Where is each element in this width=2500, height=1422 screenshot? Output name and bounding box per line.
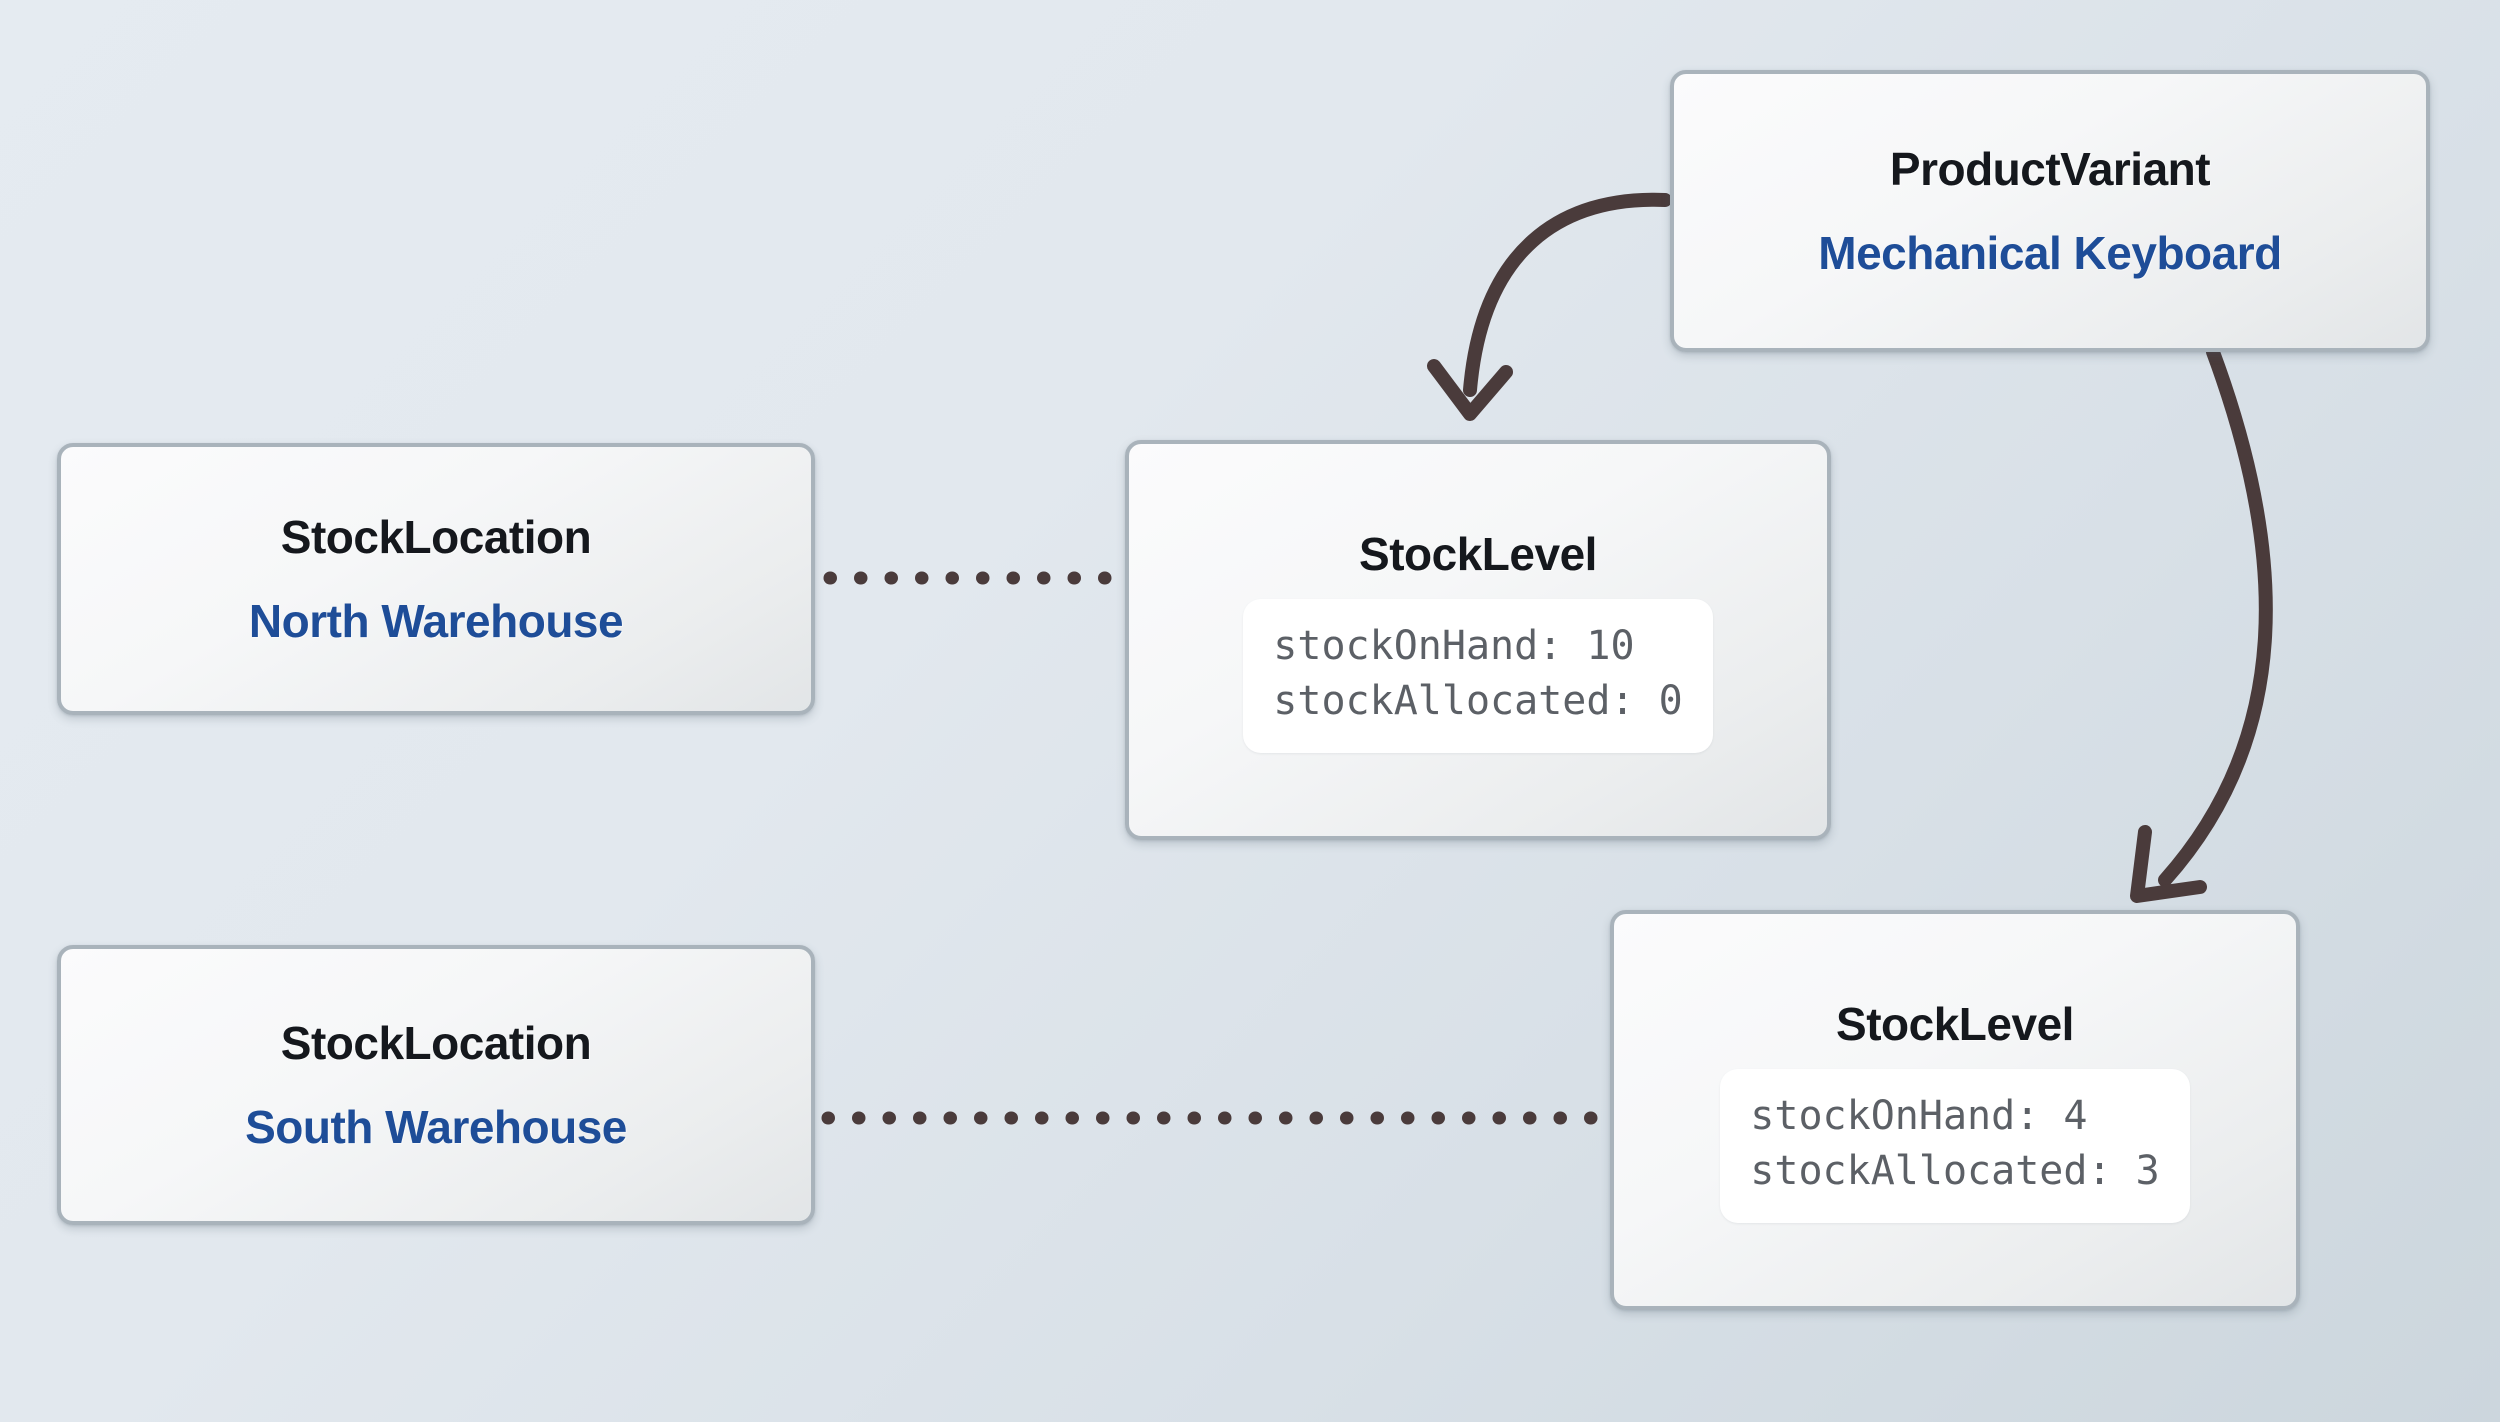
node-stock-location-north[interactable]: StockLocation North Warehouse xyxy=(57,443,815,715)
stock-level-properties: stockOnHand: 10 stockAllocated: 0 xyxy=(1243,598,1713,754)
stock-level-properties: stockOnHand: 4 stockAllocated: 3 xyxy=(1720,1068,2190,1224)
node-name-label: North Warehouse xyxy=(248,595,624,647)
node-type-label: ProductVariant xyxy=(1889,143,2211,195)
property-stock-on-hand: stockOnHand: 10 xyxy=(1273,622,1635,669)
node-product-variant[interactable]: ProductVariant Mechanical Keyboard xyxy=(1670,70,2430,352)
node-stock-level-north[interactable]: StockLevel stockOnHand: 10 stockAllocate… xyxy=(1125,440,1831,840)
node-type-label: StockLevel xyxy=(1836,997,2074,1050)
edge-variant-to-level-north xyxy=(1427,192,1672,421)
property-stock-allocated: stockAllocated: 0 xyxy=(1273,678,1683,724)
node-stock-location-south[interactable]: StockLocation South Warehouse xyxy=(57,945,815,1225)
node-type-label: StockLocation xyxy=(280,1017,592,1069)
node-name-label: South Warehouse xyxy=(245,1101,627,1153)
node-stock-level-south[interactable]: StockLevel stockOnHand: 4 stockAllocated… xyxy=(1610,910,2300,1310)
edge-variant-to-level-south xyxy=(2130,345,2273,903)
node-type-label: StockLocation xyxy=(280,511,592,563)
node-name-label: Mechanical Keyboard xyxy=(1818,227,2282,279)
node-type-label: StockLevel xyxy=(1359,527,1597,580)
property-stock-on-hand: stockOnHand: 4 xyxy=(1750,1092,2088,1139)
property-stock-allocated: stockAllocated: 3 xyxy=(1750,1148,2160,1194)
